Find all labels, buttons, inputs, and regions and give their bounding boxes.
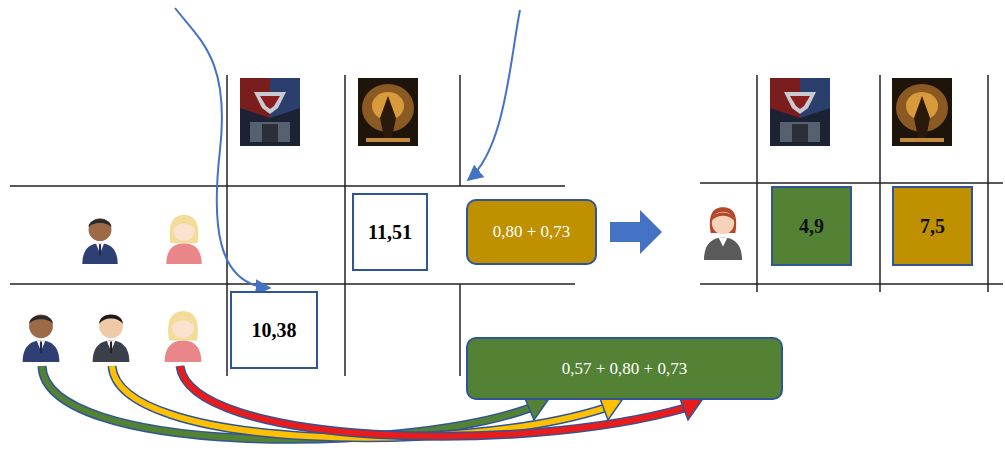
user-icon [166, 215, 201, 264]
prediction-cell: 4,9 [771, 186, 852, 266]
score-cell: 11,51 [352, 193, 428, 271]
pointer-line [175, 8, 270, 288]
pointer-line [468, 10, 520, 180]
block-arrow [610, 210, 662, 254]
movie-poster [892, 78, 952, 146]
user-icon [704, 207, 742, 260]
value-text: 0,57 + 0,80 + 0,73 [562, 359, 687, 379]
movie-poster [358, 78, 418, 146]
movie-poster [770, 78, 830, 146]
value-text: 11,51 [368, 221, 412, 244]
user-icon [82, 218, 117, 264]
value-text: 4,9 [799, 215, 824, 238]
table-grid [700, 75, 1003, 292]
value-text: 0,80 + 0,73 [493, 222, 571, 242]
score-cell: 10,38 [230, 291, 318, 369]
user-icon [93, 314, 130, 362]
value-text: 7,5 [920, 215, 945, 238]
sum-box: 0,80 + 0,73 [466, 199, 597, 265]
user-icon [165, 311, 202, 362]
user-icon [23, 314, 60, 362]
sum-box: 0,57 + 0,80 + 0,73 [466, 337, 783, 400]
prediction-cell: 7,5 [892, 186, 973, 266]
value-text: 10,38 [252, 319, 297, 342]
movie-poster [240, 78, 300, 146]
